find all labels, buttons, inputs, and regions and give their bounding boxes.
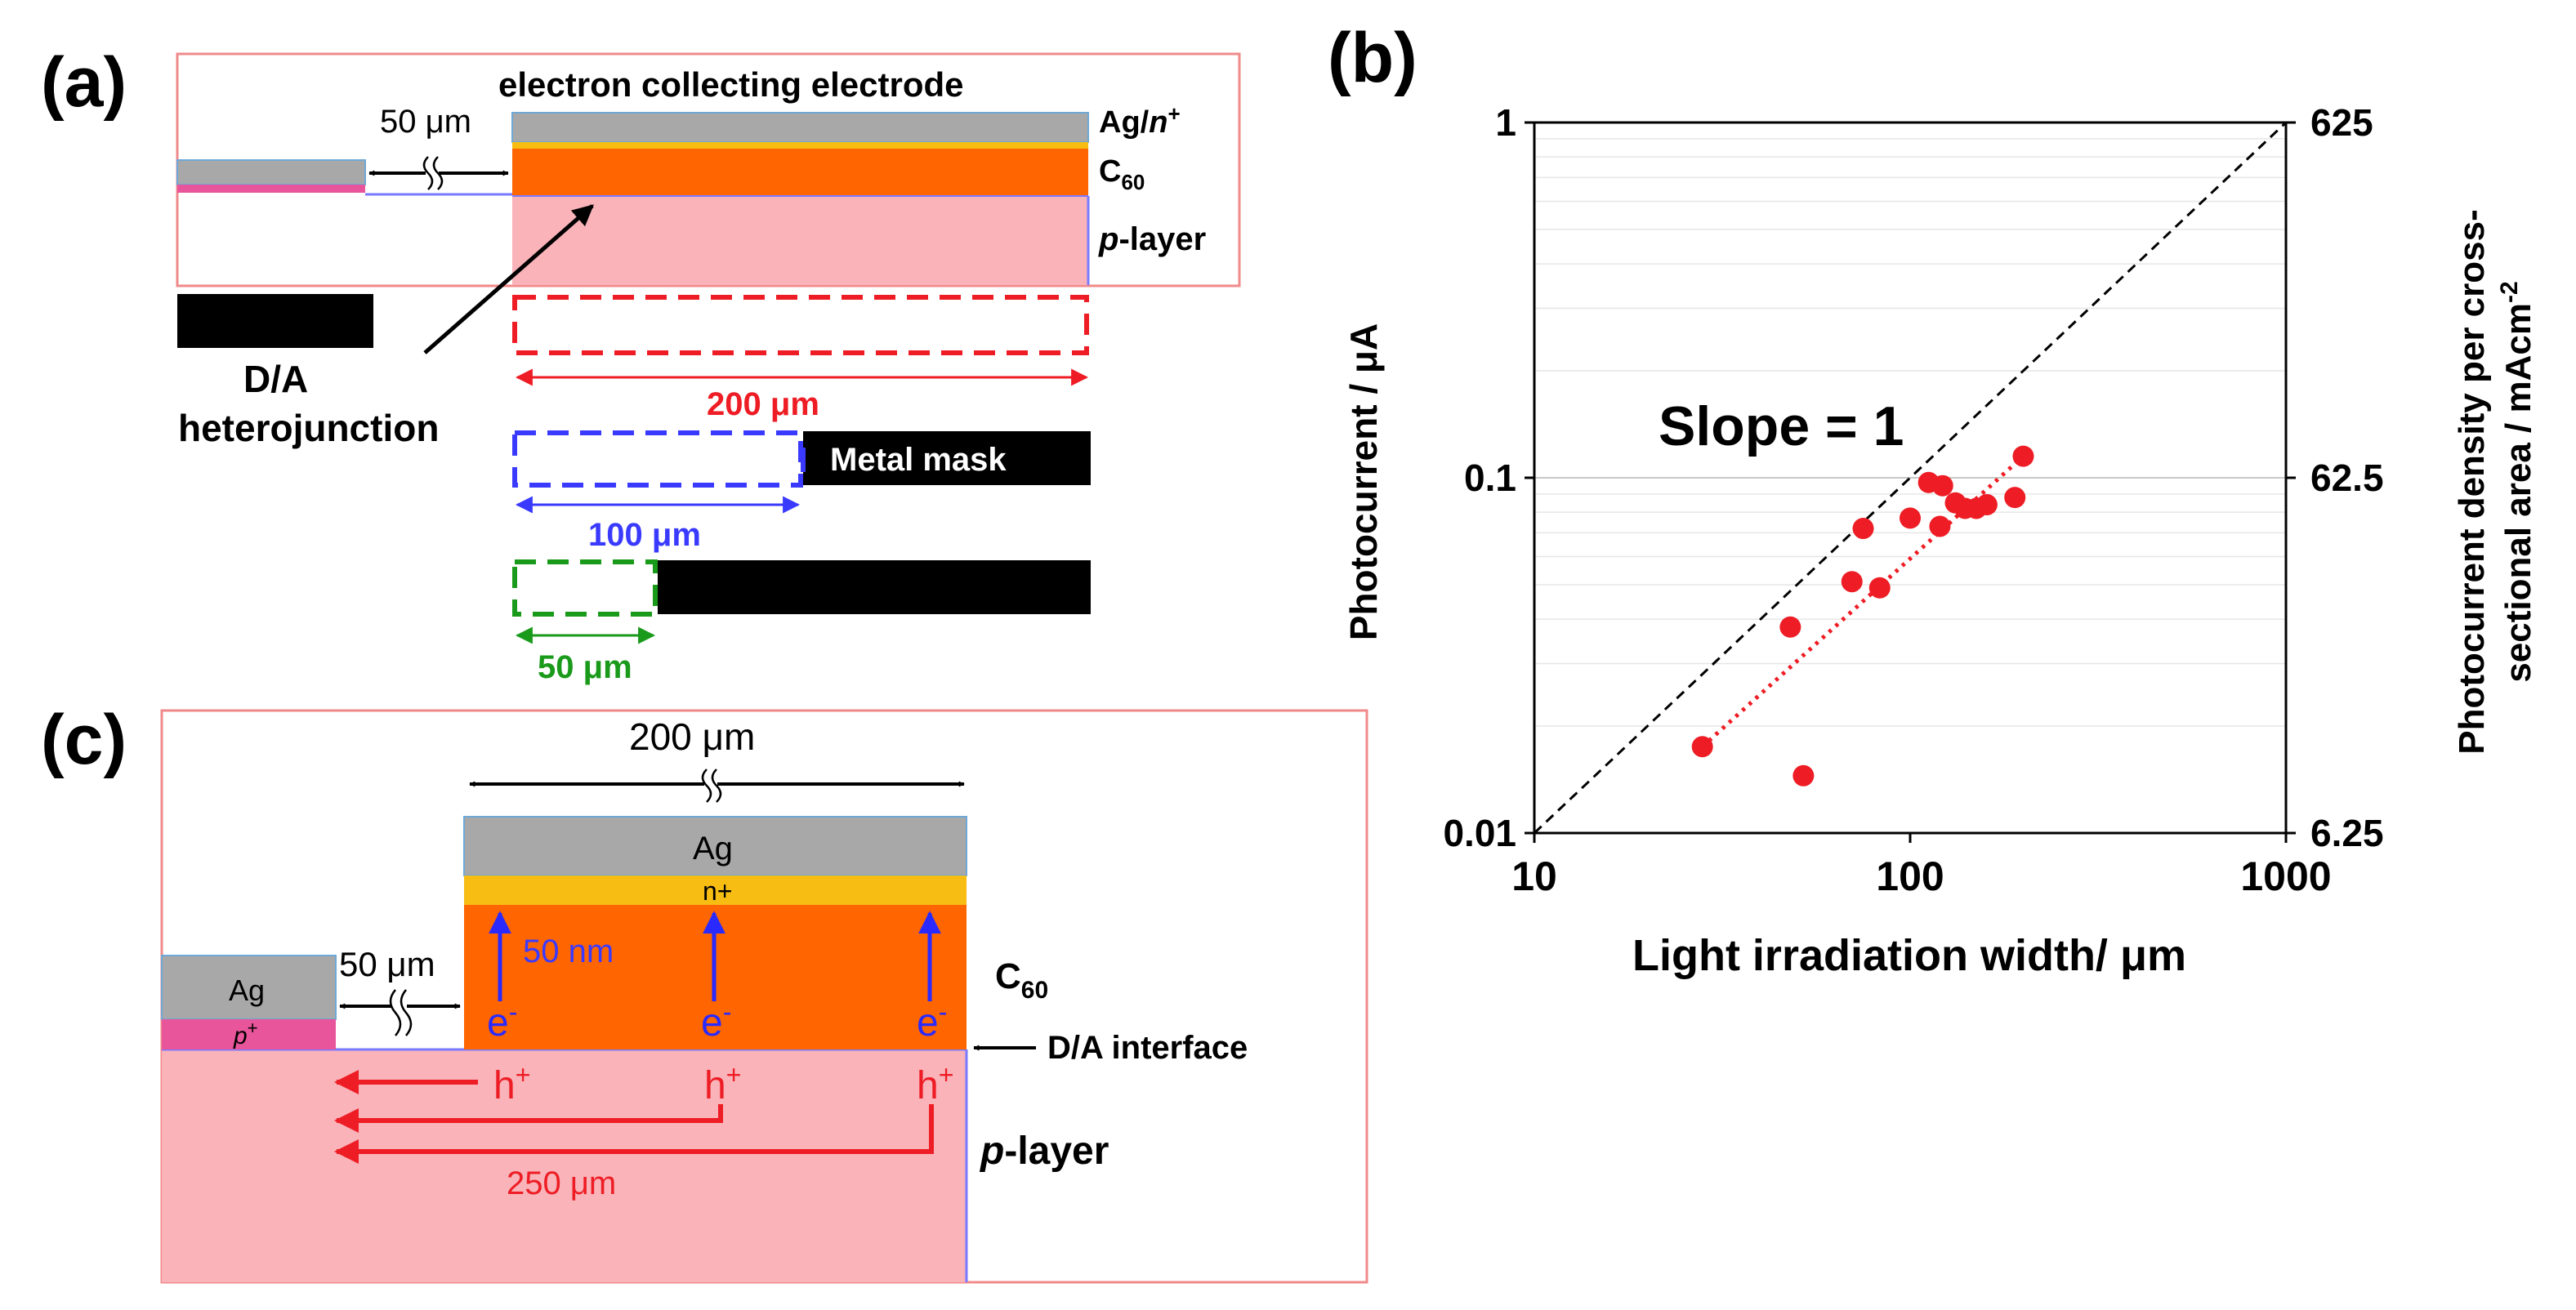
c-hole-arrow-2 [334,1104,723,1133]
x-axis-label: Light irradiation width/ μm [1632,931,2186,980]
c-left-ag [161,955,337,1020]
y2-tick-label: 62.5 [2310,457,2384,499]
data-point [1976,493,1998,515]
layer-c60-label: C60 [1099,154,1145,194]
data-point [1929,515,1951,537]
window-100-outline [512,430,803,488]
c-n-plus-layer [464,876,967,905]
c-gap-label: 50 μm [339,945,435,983]
y-axis-label: Photocurrent / μA [1342,323,1385,640]
window-200-outline [512,295,1089,355]
y2-axis-label-1: Photocurrent density per cross- [2452,209,2492,754]
n-plus-layer [512,142,1088,149]
mask-bar-50 [658,560,1091,614]
ref-line [1533,121,2288,835]
left-p-plus-strip [177,185,365,193]
chart-grid [1534,138,2286,727]
y2-tick-label: 6.25 [2310,812,2384,854]
data-point [1852,518,1874,540]
gap-break [426,157,439,189]
c-p-layer [162,1049,967,1282]
junction-arrow [423,204,594,354]
window-50-label: 50 μm [538,649,632,685]
c-p-layer-label: p-layer [979,1130,1109,1173]
data-point [2004,487,2026,509]
c-width-label: 200 μm [629,715,755,758]
data-point [1841,571,1863,593]
gap-break-marks [422,156,444,190]
x-tick-label: 100 [1876,853,1944,899]
c-gap-break [392,990,407,1039]
x-tick-label: 10 [1511,853,1557,899]
c-left-ag-label: Ag [229,974,265,1007]
ag-layer [511,112,1089,143]
c-interface-label: D/A interface [1047,1030,1248,1066]
y-tick-label: 1 [1495,101,1516,144]
data-point [2012,445,2034,467]
c-n-plus-label: n+ [703,876,732,906]
layer-ag-label: Ag/n+ [1099,101,1181,140]
c-hole-3: h+ [917,1060,953,1107]
layer-p-label: p-layer [1098,221,1206,257]
panel-c-label: (c) [41,701,127,779]
data-point [1931,475,1953,497]
window-100-label: 100 μm [588,517,701,553]
x-tick-label: 1000 [2240,853,2331,899]
chart-ticks: 10 100 1000 0.01 0.1 1 6.25 62.5 625 [1443,101,2383,899]
window-50-outline [512,559,658,617]
c-path-length-label: 250 μm [507,1165,616,1201]
c-ag-label: Ag [693,831,733,867]
c-electron-1: e- [487,997,517,1045]
data-point [1868,577,1891,599]
c-gap-break-marks [389,989,413,1036]
y-tick-label: 0.1 [1464,457,1516,499]
junction-label-1: D/A [243,358,308,400]
c60-layer [512,149,1088,196]
left-mask-bar [177,294,373,348]
panel-c: (c) Ag p+ Ag n+ 200 μm 50 μm 50 nm [41,701,1368,1284]
panel-a: (a) electron collecting electrode 50 μm … [41,43,1241,685]
metal-mask-bar [803,431,1091,485]
junction-label-2: heterojunction [178,407,439,449]
c-hole-arrow-3 [334,1104,934,1164]
c-electron-2: e- [701,997,731,1045]
c-ag-layer [463,816,967,876]
metal-mask-tick [801,448,806,472]
data-point [1900,507,1921,529]
c-c60-label: C60 [995,956,1048,1004]
chart-points [1691,445,2034,786]
c-thickness-label: 50 nm [523,933,614,969]
c-width-break [704,769,717,802]
c-electron-3: e- [917,997,947,1045]
c-left-p-plus [162,1019,336,1049]
data-point [1792,764,1815,786]
panel-a-label: (a) [41,43,127,122]
y2-axis-label-2: sectional area / mAcm-2 [2496,281,2538,682]
slope-annotation: Slope = 1 [1659,395,1904,457]
c-width-break-marks [701,769,722,803]
panel-b-label: (b) [1328,19,1417,97]
y-tick-label: 0.01 [1443,812,1516,854]
p-layer [512,196,1088,285]
window-200-label: 200 μm [707,386,819,422]
panel-b-chart: (b) 10 100 1000 0.01 0.1 1 6.25 62.5 625 Slope =… [1328,19,2538,980]
c-hole-2: h+ [704,1060,741,1107]
c-hole-1: h+ [493,1060,530,1107]
data-point [1779,616,1801,638]
y2-tick-label: 625 [2310,101,2373,144]
electrode-label: electron collecting electrode [498,65,964,104]
data-point [1691,736,1713,758]
c-p-plus-label: p+ [233,1018,258,1049]
gap-label: 50 μm [380,104,471,140]
metal-mask-label: Metal mask [830,442,1007,478]
left-ag-strip [176,159,366,185]
